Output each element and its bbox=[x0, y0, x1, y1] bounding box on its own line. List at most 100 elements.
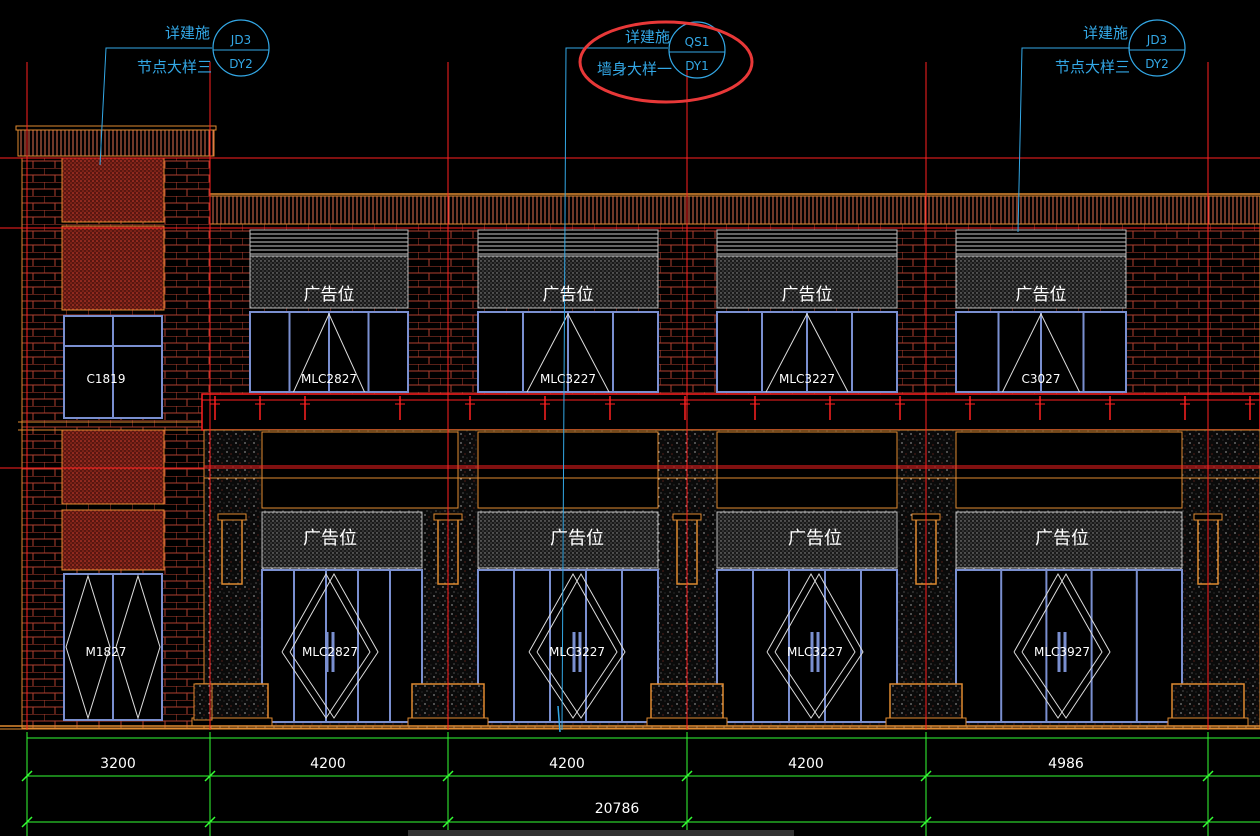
dim-segment-1: 3200 bbox=[100, 756, 136, 772]
callout-left-code-top: JD3 bbox=[230, 33, 251, 47]
stair-tower-panel bbox=[61, 157, 165, 223]
storefront-frame bbox=[261, 569, 423, 723]
window-opening-mark bbox=[293, 312, 365, 393]
lower-ad-label: 广告位 bbox=[1035, 528, 1089, 549]
callout-middle-code-bottom: DY1 bbox=[685, 59, 709, 73]
door-label: MLC3227 bbox=[787, 645, 843, 659]
callout-right-code-top: JD3 bbox=[1146, 33, 1167, 47]
dim-tick bbox=[204, 816, 216, 828]
lower-fascia bbox=[955, 431, 1183, 509]
storefront-frame bbox=[955, 569, 1183, 723]
callout-left[interactable]: 详建施 节点大样三 JD3 DY2 bbox=[137, 19, 270, 77]
callout-right[interactable]: 详建施 节点大样三 JD3 DY2 bbox=[1055, 19, 1186, 77]
louver-band bbox=[477, 229, 659, 257]
callout-right-line2: 节点大样三 bbox=[1055, 58, 1130, 76]
detail-leader-lines bbox=[99, 47, 1130, 733]
callout-middle-line2: 墙身大样一 bbox=[597, 60, 672, 78]
dim-segment-2: 4200 bbox=[310, 756, 346, 772]
louver-band bbox=[716, 229, 898, 257]
upper-ad-label: 广告位 bbox=[782, 285, 833, 305]
upper-window-label: MLC3227 bbox=[779, 372, 835, 386]
window-opening-mark bbox=[526, 312, 610, 393]
pilaster-lamp bbox=[221, 515, 243, 585]
lower-ad-panel bbox=[261, 511, 423, 569]
upper-window-label: MLC2827 bbox=[301, 372, 357, 386]
door-swing-right bbox=[536, 572, 626, 719]
dim-tick bbox=[442, 770, 454, 782]
lower-ad-label: 广告位 bbox=[303, 528, 357, 549]
door-swing-left bbox=[281, 572, 371, 719]
dim-tick bbox=[21, 816, 33, 828]
leader-tick bbox=[557, 705, 561, 733]
dim-tick bbox=[920, 816, 932, 828]
stair-door-label: M1827 bbox=[86, 645, 127, 659]
balcony-railing bbox=[201, 393, 1260, 431]
window-opening-mark bbox=[765, 312, 849, 393]
door-swing-left bbox=[766, 572, 856, 719]
window-opening-mark bbox=[1002, 312, 1080, 393]
leader-left bbox=[99, 47, 212, 166]
parapet-cap bbox=[15, 125, 217, 131]
door-swing-right bbox=[115, 574, 161, 720]
callout-right-code-bottom: DY2 bbox=[1145, 57, 1169, 71]
callout-middle-code-top: QS1 bbox=[685, 35, 710, 49]
dim-segment-3: 4200 bbox=[549, 756, 585, 772]
lower-ad-panel bbox=[716, 511, 898, 569]
lower-ad-label: 广告位 bbox=[788, 528, 842, 549]
storefront-frame bbox=[477, 569, 659, 723]
highlight-ellipse bbox=[578, 20, 754, 104]
pilaster-base bbox=[193, 683, 213, 721]
stair-tower-panel bbox=[61, 509, 165, 571]
door-label: MLC3227 bbox=[549, 645, 605, 659]
lower-fascia bbox=[716, 431, 898, 509]
door-swing-right bbox=[1021, 572, 1111, 719]
detail-index-circle bbox=[668, 21, 726, 79]
callout-middle[interactable]: 详建施 墙身大样一 QS1 DY1 bbox=[578, 20, 754, 104]
door-swing-right bbox=[289, 572, 379, 719]
louver-band bbox=[249, 229, 409, 257]
upper-window-label: C3027 bbox=[1022, 372, 1061, 386]
callout-left-line2: 节点大样三 bbox=[137, 58, 212, 76]
door-swing-left bbox=[65, 574, 111, 720]
dim-segment-5: 4986 bbox=[1048, 756, 1084, 772]
lower-ad-panel bbox=[477, 511, 659, 569]
lower-fascia bbox=[261, 431, 459, 509]
dimension-lines bbox=[21, 732, 1260, 836]
lamp-cap bbox=[217, 513, 247, 521]
dim-tick bbox=[681, 816, 693, 828]
dim-tick bbox=[1202, 816, 1214, 828]
dim-tick bbox=[204, 770, 216, 782]
dim-tick bbox=[442, 816, 454, 828]
upper-ad-panel bbox=[716, 255, 898, 309]
stair-parapet-cornice bbox=[17, 127, 215, 157]
upper-ad-panel bbox=[249, 255, 409, 309]
dim-tick bbox=[21, 770, 33, 782]
building-facade bbox=[0, 125, 1260, 730]
leader-right bbox=[1017, 47, 1130, 233]
upper-ad-label: 广告位 bbox=[1016, 285, 1067, 305]
stair-tower-panel bbox=[61, 225, 165, 311]
callout-left-line1: 详建施 bbox=[165, 24, 210, 42]
dim-tick bbox=[920, 770, 932, 782]
upper-ad-panel bbox=[955, 255, 1127, 309]
dim-total: 20786 bbox=[595, 801, 640, 817]
axis-grid-lines bbox=[0, 62, 1260, 730]
upper-ad-panel bbox=[477, 255, 659, 309]
lower-fascia bbox=[477, 431, 659, 509]
lower-ad-panel bbox=[955, 511, 1183, 569]
callout-middle-line1: 详建施 bbox=[625, 28, 670, 46]
dim-segment-4: 4200 bbox=[788, 756, 824, 772]
facade-labels: 广告位 MLC2827 广告位 MLC3227 广告位 MLC3227 广告位 C3027 广告… bbox=[301, 285, 1090, 659]
leader-middle bbox=[561, 47, 668, 731]
horizontal-scrollbar-thumb bbox=[408, 830, 794, 836]
door-swing-left bbox=[528, 572, 618, 719]
door-swing-left bbox=[1013, 572, 1103, 719]
detail-index-circle bbox=[1128, 19, 1186, 77]
upper-window-label: MLC3227 bbox=[540, 372, 596, 386]
louver-band bbox=[955, 229, 1127, 257]
upper-ad-label: 广告位 bbox=[543, 285, 594, 305]
upper-ad-label: 广告位 bbox=[304, 285, 355, 305]
stair-window-label: C1819 bbox=[87, 372, 126, 386]
